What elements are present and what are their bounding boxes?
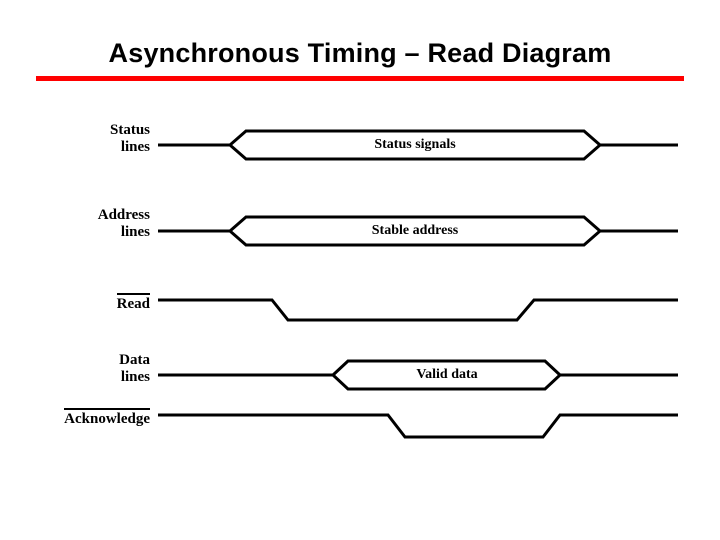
bus-shape-status-signals: [227, 129, 603, 161]
read-pulse-path: [158, 298, 678, 322]
row-label-acknowledge-text: Acknowledge: [64, 408, 150, 428]
waveform-data-lines: [158, 359, 678, 391]
row-label-status-lines-line1: Status: [109, 122, 150, 138]
bus-shape-valid-data: [330, 359, 563, 391]
title-block: Asynchronous Timing – Read Diagram: [0, 38, 720, 90]
row-label-address-lines-line1: Address: [97, 207, 150, 223]
waveform-status-lines: [158, 129, 678, 161]
row-label-read-text: Read: [116, 293, 150, 313]
row-label-status-lines: Status lines: [20, 122, 150, 156]
row-label-acknowledge: Acknowledge: [10, 408, 150, 428]
waveform-acknowledge: [158, 413, 678, 439]
bus-text-status-signals: Status signals: [374, 137, 456, 152]
bus-text-stable-address: Stable address: [371, 223, 459, 238]
row-label-address-lines: Address lines: [20, 207, 150, 241]
row-label-data-lines: Data lines: [20, 352, 150, 386]
acknowledge-pulse-path: [158, 413, 678, 439]
waveform-address-lines: [158, 215, 678, 247]
bus-text-valid-data: Valid data: [416, 367, 478, 382]
row-label-data-lines-line1: Data: [119, 352, 150, 368]
row-label-status-lines-line2: lines: [120, 139, 150, 155]
row-label-address-lines-line2: lines: [120, 224, 150, 240]
page-title: Asynchronous Timing – Read Diagram: [108, 38, 612, 68]
waveform-read: [158, 298, 678, 322]
row-label-read: Read: [20, 293, 150, 313]
title-underline-rule: [36, 76, 684, 81]
bus-shape-stable-address: [227, 215, 603, 247]
row-label-data-lines-line2: lines: [120, 369, 150, 385]
